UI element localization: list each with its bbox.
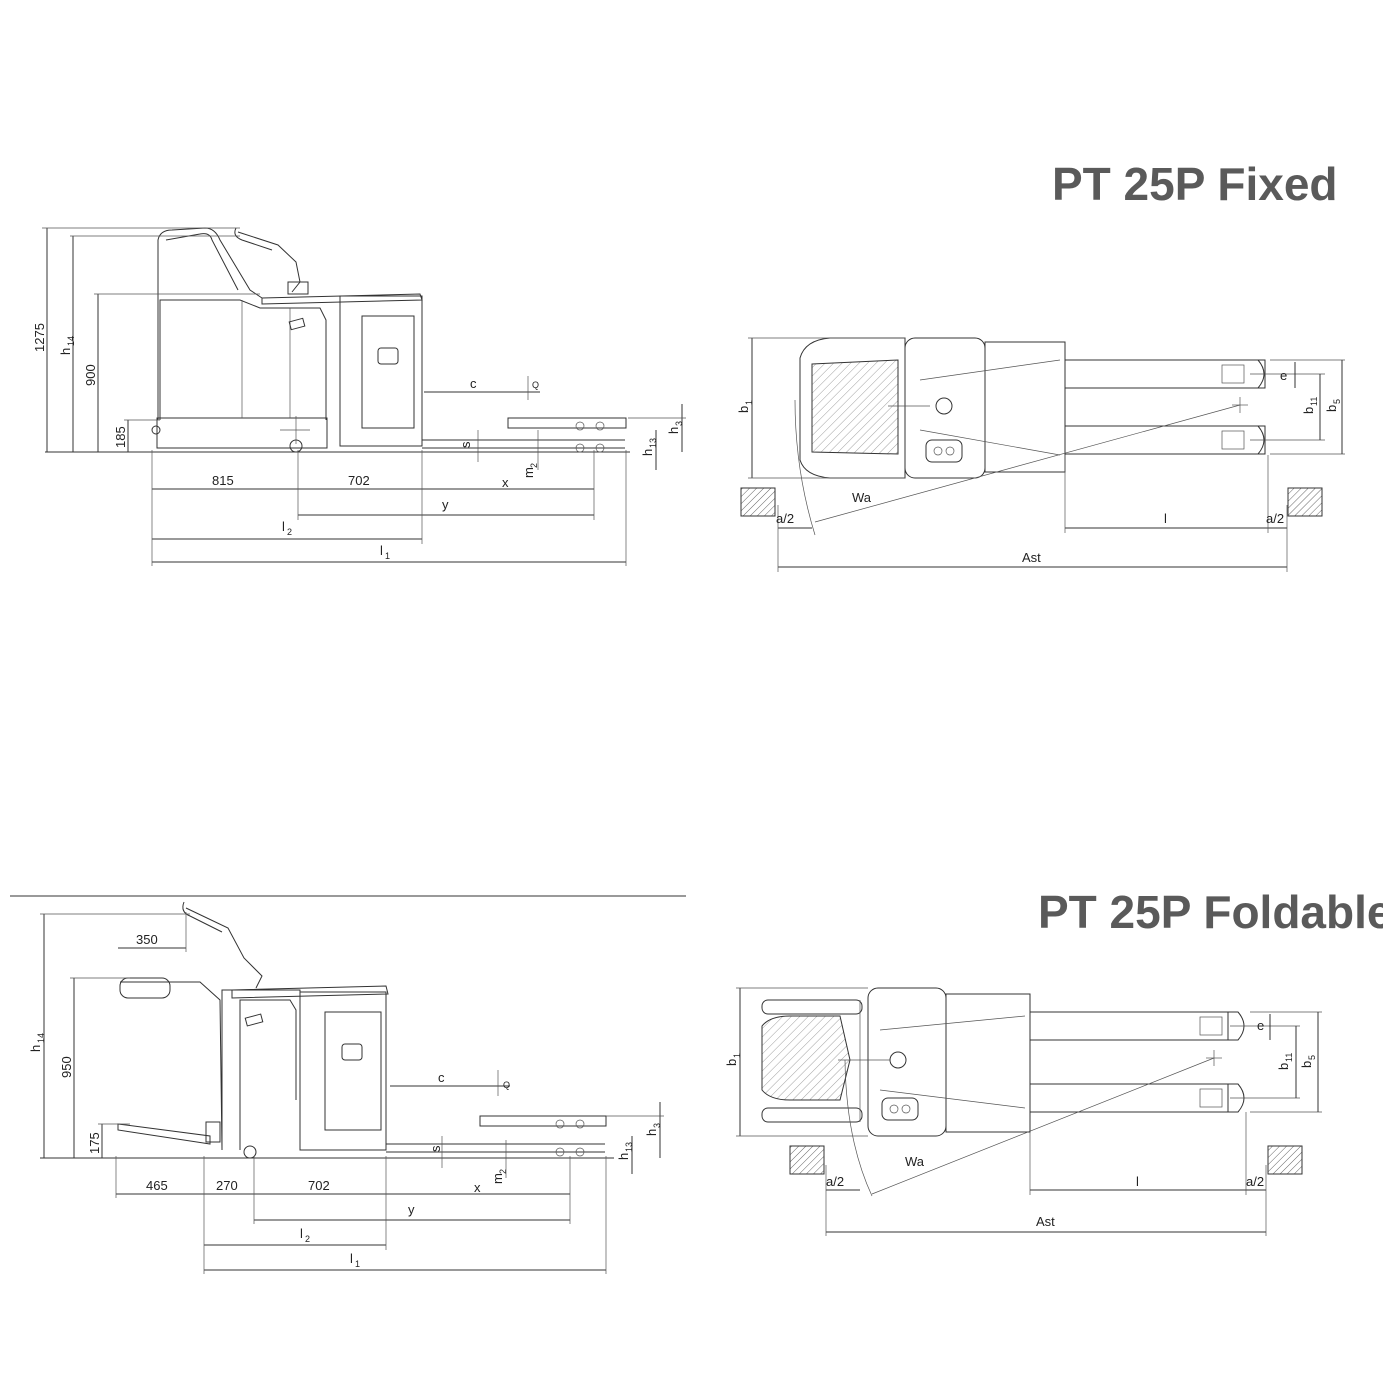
dim-wa-fold: Wa — [905, 1154, 925, 1169]
dim-c-fold: c — [438, 1070, 445, 1085]
dim-e-fold: e — [1257, 1018, 1264, 1033]
dim-y: y — [442, 497, 449, 512]
dim-950: 950 — [59, 1056, 74, 1078]
dim-l2-fold-sub: 2 — [305, 1234, 310, 1244]
dim-q: Q — [532, 380, 539, 390]
dim-h3: h — [666, 427, 681, 434]
dim-b1: b — [736, 406, 751, 413]
dim-l2-fold: l — [300, 1226, 303, 1241]
dim-h13-sub: 13 — [648, 438, 658, 448]
dim-s-fold: s — [428, 1145, 443, 1152]
dim-175: 175 — [87, 1132, 102, 1154]
foldable-side-view: h 14 950 175 350 c Q s m 2 h 3 h 13 — [28, 901, 664, 1274]
dim-b11-fold-sub: 11 — [1284, 1053, 1294, 1062]
dim-y-fold: y — [408, 1202, 415, 1217]
dim-b5-sub: 5 — [1332, 399, 1342, 404]
dim-m2-sub: 2 — [529, 463, 539, 468]
foldable-top-view: b 1 e b 11 b 5 Wa a/2 l a/2 Ast — [724, 987, 1322, 1236]
dim-wa: Wa — [852, 490, 872, 505]
dim-b11-sub: 11 — [1309, 397, 1319, 406]
dim-l1-fold: l — [350, 1251, 353, 1266]
dim-702-fold: 702 — [308, 1178, 330, 1193]
dim-x: x — [502, 475, 509, 490]
dim-e: e — [1280, 368, 1287, 383]
dim-m2: m — [521, 467, 536, 478]
title-fixed: PT 25P Fixed — [1052, 158, 1338, 210]
dim-a2-right-fold: a/2 — [1246, 1174, 1264, 1189]
dim-l2-sub: 2 — [287, 527, 292, 537]
dim-b1-fold-sub: 1 — [732, 1053, 742, 1058]
dim-185: 185 — [113, 426, 128, 448]
dim-ast: Ast — [1022, 550, 1041, 565]
dim-l-fold: l — [1136, 1174, 1139, 1189]
dim-h14-sub: 14 — [66, 336, 76, 346]
dim-h14: h — [58, 348, 73, 355]
dim-270: 270 — [216, 1178, 238, 1193]
dim-h14-fold-sub: 14 — [36, 1033, 46, 1043]
dim-b11-fold: b — [1276, 1063, 1291, 1070]
dim-b1-sub: 1 — [744, 400, 754, 405]
dim-s: s — [458, 441, 473, 448]
dim-l1-fold-sub: 1 — [355, 1259, 360, 1269]
dim-h13: h — [640, 449, 655, 456]
dim-m2-fold: m — [490, 1173, 505, 1184]
dim-m2-fold-sub: 2 — [498, 1169, 508, 1174]
dim-ast-fold: Ast — [1036, 1214, 1055, 1229]
dim-h13-fold-sub: 13 — [624, 1142, 634, 1152]
dim-c: c — [470, 376, 477, 391]
dim-l: l — [1164, 511, 1167, 526]
dim-x-fold: x — [474, 1180, 481, 1195]
dim-h3-fold: h — [644, 1129, 659, 1136]
dim-l2: l — [282, 519, 285, 534]
fixed-top-view: b 1 e b 11 b 5 Wa a/2 l a/2 Ast — [736, 337, 1345, 572]
dim-900: 900 — [83, 364, 98, 386]
dim-a2-left-fold: a/2 — [826, 1174, 844, 1189]
dim-b5: b — [1324, 405, 1339, 412]
dim-h3-sub: 3 — [674, 421, 684, 426]
fixed-side-view: 1275 h 14 900 185 c Q s m 2 h 3 h 13 — [32, 227, 686, 566]
title-foldable: PT 25P Foldable — [1038, 886, 1383, 938]
dim-b11: b — [1301, 407, 1316, 414]
dim-702: 702 — [348, 473, 370, 488]
dim-h14-fold: h — [28, 1045, 43, 1052]
dim-815: 815 — [212, 473, 234, 488]
dim-b1-fold: b — [724, 1059, 739, 1066]
dim-q-fold: Q — [503, 1080, 510, 1090]
dim-h3-fold-sub: 3 — [652, 1123, 662, 1128]
dim-l1-sub: 1 — [385, 551, 390, 561]
dim-a2-left: a/2 — [776, 511, 794, 526]
dim-a2-right: a/2 — [1266, 511, 1284, 526]
dim-465: 465 — [146, 1178, 168, 1193]
dim-l1: l — [380, 543, 383, 558]
dim-h13-fold: h — [616, 1153, 631, 1160]
dim-b5-fold-sub: 5 — [1307, 1055, 1317, 1060]
dim-b5-fold: b — [1299, 1061, 1314, 1068]
dim-1275: 1275 — [32, 323, 47, 352]
dim-350: 350 — [136, 932, 158, 947]
